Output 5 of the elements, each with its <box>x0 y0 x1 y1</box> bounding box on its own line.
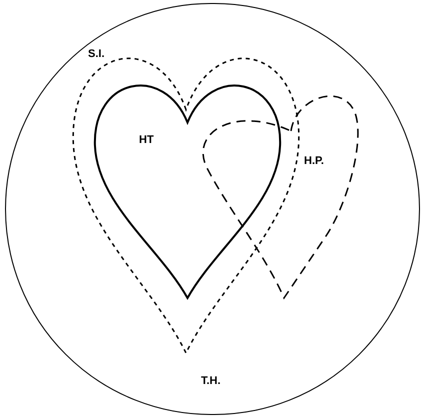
heart-label: S.I. <box>88 49 105 60</box>
circle-outline <box>5 3 420 415</box>
heart-label: HT <box>139 135 154 146</box>
heart-label: H.P. <box>304 156 324 167</box>
heart-label: T.H. <box>201 376 221 387</box>
